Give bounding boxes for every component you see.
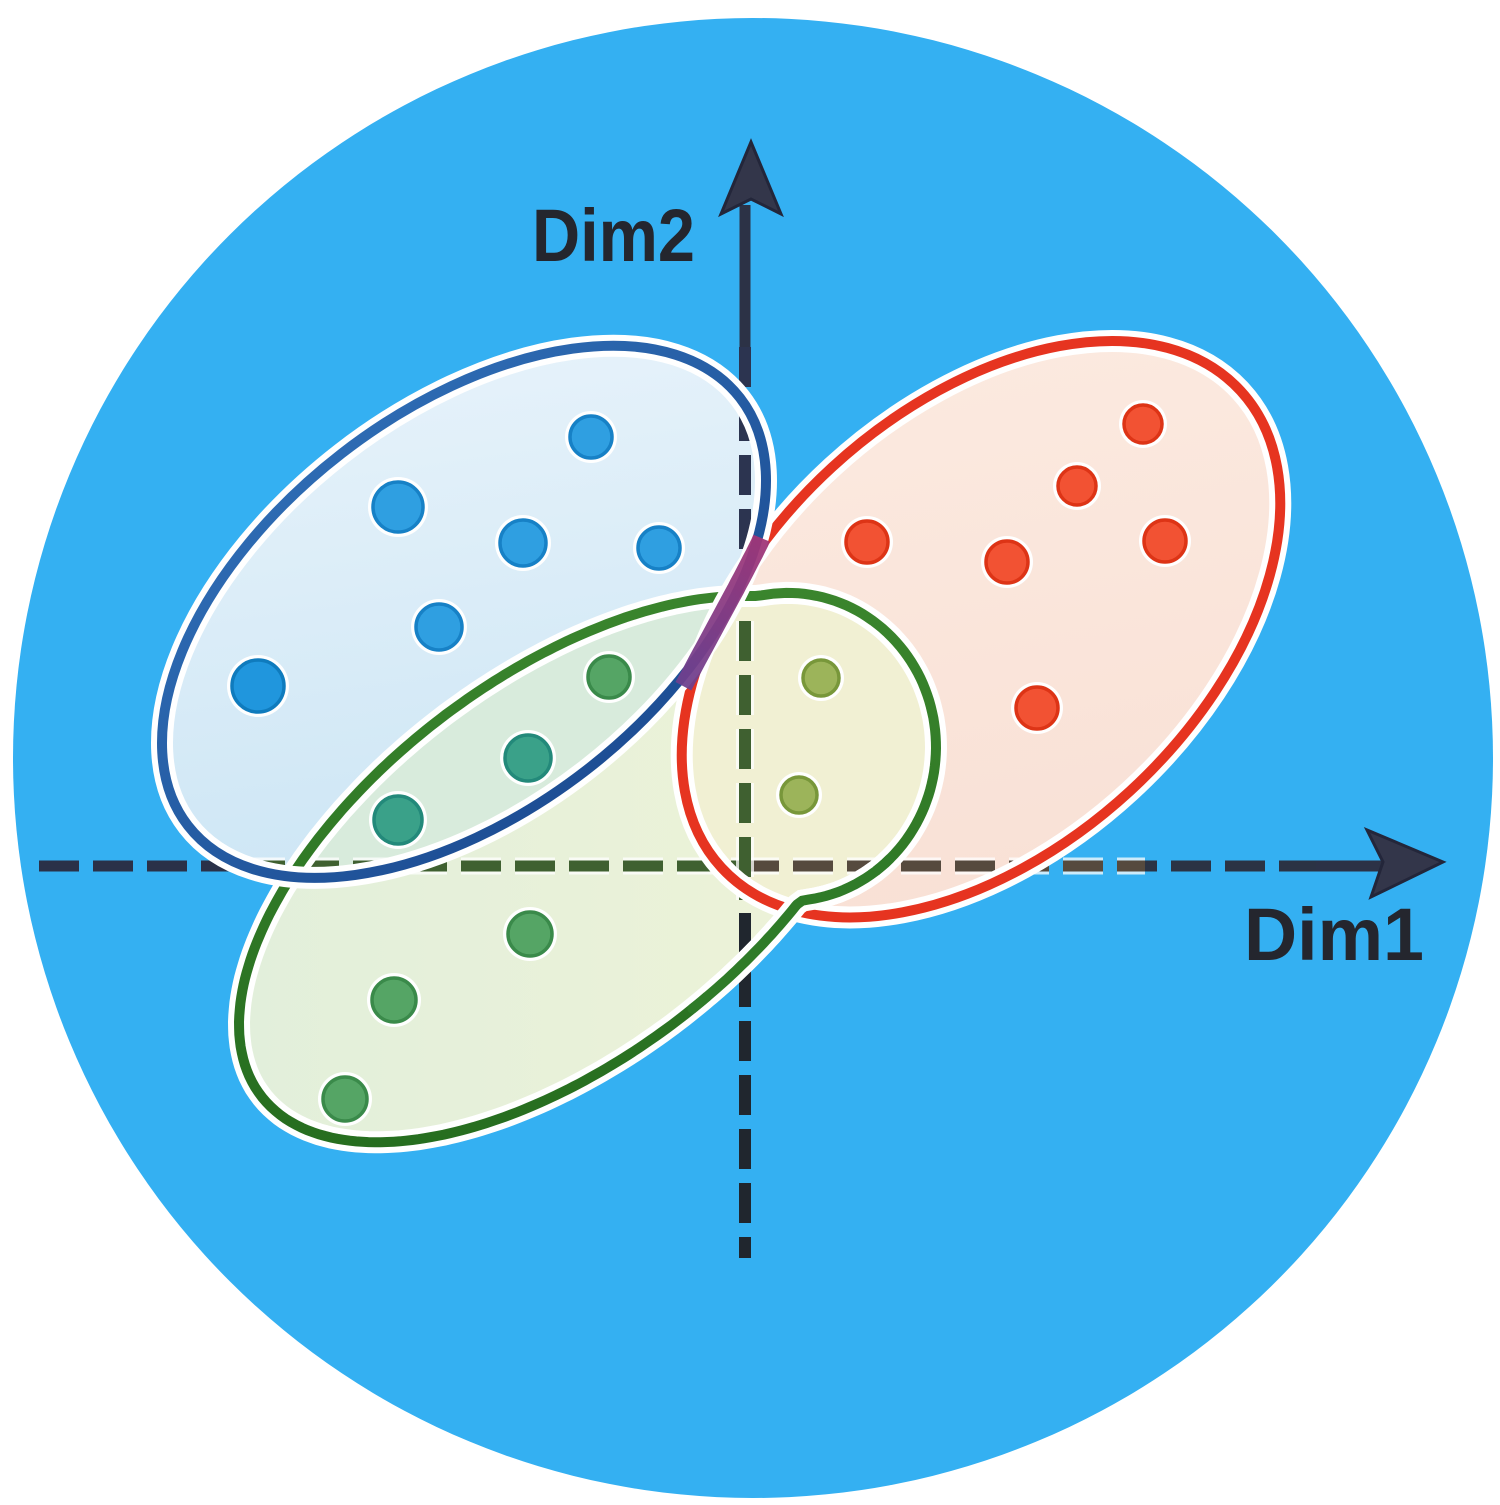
- svg-text:Dim2: Dim2: [532, 194, 695, 277]
- svg-text:Dim1: Dim1: [1244, 893, 1424, 976]
